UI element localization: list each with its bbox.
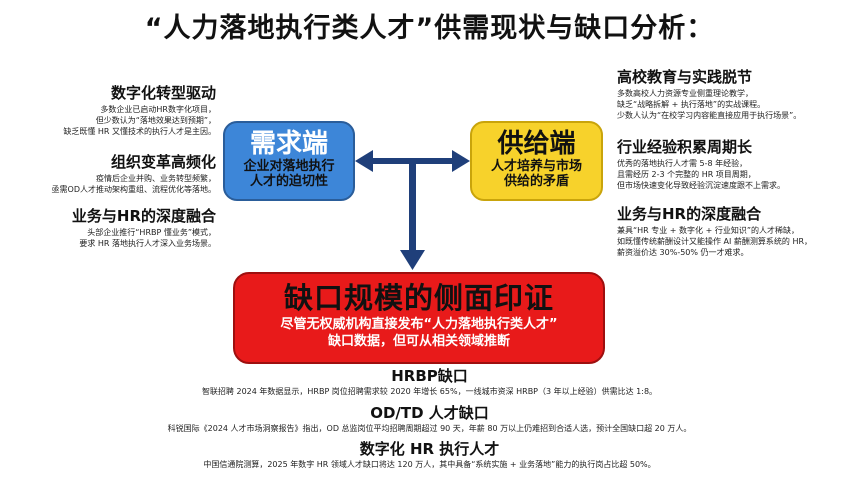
right-block-line: 如既懂传统薪酬设计又能操作 AI 薪酬测算系统的 HR，: [617, 237, 813, 246]
supply-title: 供给端: [497, 129, 576, 159]
left-block-line: 多数企业已启动HR数字化项目，: [100, 105, 216, 114]
bottom-section-heading: OD/TD 人才缺口: [370, 404, 489, 422]
gap-title: 缺口规模的侧面印证: [283, 281, 554, 315]
supply-box: 供给端 人才培养与市场 供给的矛盾: [470, 121, 603, 201]
right-block-business-hr: 业务与HR的深度融合 兼具“HR 专业 + 数字化 + 行业知识”的人才稀缺， …: [617, 205, 853, 258]
page-title: “人力落地执行类人才”供需现状与缺口分析：: [144, 13, 715, 44]
bottom-section-text: 科锐国际《2024 人才市场洞察报告》指出，OD 总监岗位平均招聘周期超过 90…: [167, 424, 692, 433]
left-block-line: 但少数认为“落地效果达到预期”，: [95, 116, 216, 125]
left-block-heading: 数字化转型驱动: [110, 84, 216, 102]
right-block-education: 高校教育与实践脱节 多数高校人力资源专业侧重理论教学， 缺乏“战略拆解 + 执行…: [617, 68, 853, 121]
left-block-line: 头部企业推行“HRBP 懂业务”模式，: [87, 228, 216, 237]
right-block-experience: 行业经验积累周期长 优秀的落地执行人才需 5-8 年经验， 且需经历 2-3 个…: [617, 138, 853, 191]
right-block-heading: 行业经验积累周期长: [617, 138, 753, 156]
arrow-head-right-icon: [452, 150, 470, 172]
right-block-line: 薪资溢价达 30%-50% 仍一才难求。: [617, 248, 749, 257]
supply-subtitle-line: 人才培养与市场: [490, 159, 582, 174]
bottom-section-od-td: OD/TD 人才缺口 科锐国际《2024 人才市场洞察报告》指出，OD 总监岗位…: [0, 404, 859, 434]
left-block-line: 缺乏既懂 HR 又懂技术的执行人才是主因。: [63, 127, 216, 136]
demand-subtitle-line: 人才的迫切性: [249, 174, 328, 189]
gap-subtitle-line: 尽管无权威机构直接发布“人力落地执行类人才”: [280, 317, 558, 332]
demand-box: 需求端 企业对落地执行 人才的迫切性: [223, 121, 355, 201]
right-block-line: 缺乏“战略拆解 + 执行落地”的实战课程。: [617, 100, 766, 109]
left-block-line: 亟需OD人才推动架构重组、流程优化等落地。: [51, 185, 216, 194]
right-block-heading: 高校教育与实践脱节: [617, 68, 753, 86]
right-block-heading: 业务与HR的深度融合: [617, 205, 762, 223]
left-block-business-hr: 业务与HR的深度融合 头部企业推行“HRBP 懂业务”模式， 要求 HR 落地执…: [20, 207, 216, 249]
bottom-section-text: 中国信通院测算，2025 年数字 HR 领域人才缺口将达 120 万人，其中具备…: [203, 460, 656, 469]
right-block-line: 多数高校人力资源专业侧重理论教学，: [617, 89, 753, 98]
supply-subtitle-line: 供给的矛盾: [503, 174, 569, 189]
right-block-line: 少数人认为“在校学习内容能直接应用于执行场景”。: [617, 111, 802, 120]
gap-subtitle-line: 缺口数据，但可从相关领域推断: [327, 334, 510, 349]
bottom-section-digital-hr: 数字化 HR 执行人才 中国信通院测算，2025 年数字 HR 领域人才缺口将达…: [0, 440, 859, 470]
left-block-org-change: 组织变革高频化 疫情后企业并购、业务转型频繁， 亟需OD人才推动架构重组、流程优…: [20, 153, 216, 195]
right-block-line: 兼具“HR 专业 + 数字化 + 行业知识”的人才稀缺，: [617, 226, 799, 235]
arrow-head-left-icon: [355, 150, 373, 172]
bottom-section-heading: 数字化 HR 执行人才: [359, 440, 500, 458]
demand-title: 需求端: [249, 129, 328, 159]
right-block-line: 且需经历 2-3 个完整的 HR 项目周期，: [617, 170, 756, 179]
bottom-section-text: 智联招聘 2024 年数据显示，HRBP 岗位招聘需求较 2020 年增长 65…: [201, 387, 658, 396]
demand-subtitle-line: 企业对落地执行: [243, 159, 335, 174]
left-block-heading: 组织变革高频化: [110, 153, 216, 171]
connector-arrows: [355, 150, 470, 270]
left-block-line: 疫情后企业并购、业务转型频繁，: [96, 174, 216, 183]
vertical-arrow-shaft: [409, 161, 416, 253]
gap-box: 缺口规模的侧面印证 尽管无权威机构直接发布“人力落地执行类人才” 缺口数据，但可…: [233, 272, 605, 364]
right-block-line: 优秀的落地执行人才需 5-8 年经验，: [617, 159, 748, 168]
right-block-line: 但市场快速变化导致经验沉淀速度跟不上需求。: [617, 181, 785, 190]
bottom-section-heading: HRBP缺口: [391, 367, 468, 385]
arrow-head-down-icon: [400, 250, 425, 270]
left-block-digital: 数字化转型驱动 多数企业已启动HR数字化项目， 但少数认为“落地效果达到预期”，…: [20, 84, 216, 137]
bottom-section-hrbp: HRBP缺口 智联招聘 2024 年数据显示，HRBP 岗位招聘需求较 2020…: [0, 367, 859, 397]
left-block-line: 要求 HR 落地执行人才深入业务场景。: [79, 239, 216, 248]
left-block-heading: 业务与HR的深度融合: [71, 207, 216, 225]
